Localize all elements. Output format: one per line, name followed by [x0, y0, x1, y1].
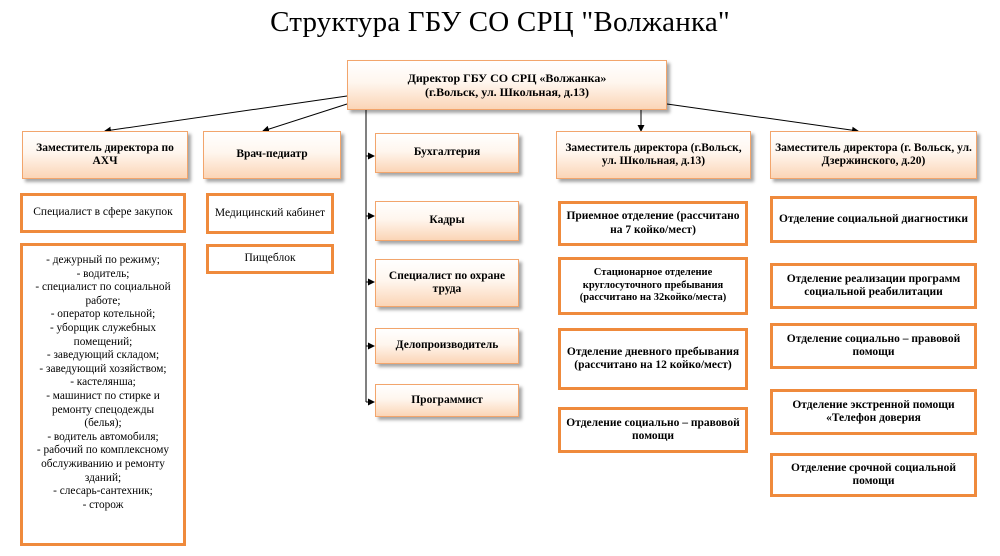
staff-item: - кастелянша;	[70, 376, 136, 389]
staff-item: - заведующий хозяйством;	[39, 362, 167, 375]
legal-aid-dzer-dept-box: Отделение социально – правовой помощи	[770, 323, 977, 369]
social-diagnostics-dept-box: Отделение социальной диагностики	[770, 196, 977, 243]
kitchen-box: Пищеблок	[206, 244, 334, 274]
labor-safety-box: Специалист по охране труда	[375, 259, 519, 307]
staff-item: - оператор котельной;	[50, 308, 156, 321]
staff-item: - специалист по социальной работе;	[35, 281, 171, 307]
ahch-deputy-box: Заместитель директора по АХЧ	[22, 131, 188, 179]
staff-item: - уборщик служебных помещений;	[49, 321, 157, 348]
staff-item: - машинист по стирке и ремонту спецодежд…	[46, 389, 160, 430]
director-box: Директор ГБУ СО СРЦ «Волжанка» (г.Вольск…	[347, 60, 667, 110]
reception-dept-box: Приемное отделение (рассчитано на 7 койк…	[558, 201, 748, 246]
deputy-dzer-box: Заместитель директора (г. Вольск, ул. Дз…	[770, 131, 977, 179]
director-address: (г.Вольск, ул. Школьная, д.13)	[424, 85, 589, 99]
programmer-box: Программист	[375, 384, 519, 417]
pediatrician-box: Врач-педиатр	[203, 131, 341, 179]
deputy-school-box: Заместитель директора (г.Вольск, ул. Шко…	[556, 131, 751, 179]
staff-item: - слесарь-сантехник;	[53, 485, 153, 498]
clerk-box: Делопроизводитель	[375, 328, 519, 364]
urgent-aid-dept-box: Отделение срочной социальной помощи	[770, 453, 977, 497]
hotline-dept-box: Отделение экстренной помощи «Телефон дов…	[770, 389, 977, 435]
legal-aid-dept-box: Отделение социально – правовой помощи	[558, 407, 748, 453]
hr-box: Кадры	[375, 201, 519, 241]
staff-item: - сторож	[82, 498, 124, 511]
ahch-staff-list: - дежурный по режиму; - водитель; - спец…	[20, 243, 186, 546]
accounting-box: Бухгалтерия	[375, 133, 519, 173]
procurement-specialist-box: Специалист в сфере закупок	[20, 193, 186, 233]
page-title: Структура ГБУ СО СРЦ "Волжанка"	[270, 6, 730, 38]
rehabilitation-dept-box: Отделение реализации программ социальной…	[770, 263, 977, 309]
staff-item: - дежурный по режиму;	[46, 254, 160, 266]
staff-item: - заведующий складом;	[46, 349, 160, 362]
staff-item: - водитель автомобиля;	[47, 430, 159, 443]
medical-office-box: Медицинский кабинет	[206, 193, 334, 234]
inpatient-dept-box: Стационарное отделение круглосуточного п…	[558, 257, 748, 315]
staff-item: - водитель;	[76, 267, 130, 280]
director-title: Директор ГБУ СО СРЦ «Волжанка»	[407, 71, 607, 85]
staff-item: - рабочий по комплексному обслуживанию и…	[36, 444, 170, 484]
day-care-dept-box: Отделение дневного пребывания (рассчитан…	[558, 328, 748, 390]
